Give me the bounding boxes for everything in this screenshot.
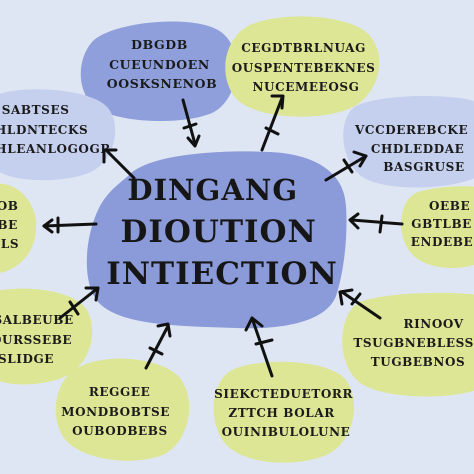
node-upper-right-line: CHDLEDDAE <box>371 142 465 156</box>
node-top-right: CEGDTBRLNUAG OUSPENTEBEKNES NUCEMEEOSG <box>225 16 380 117</box>
node-mid-right-line: OEBE <box>429 199 470 213</box>
arrow-bottom-left <box>144 322 172 370</box>
node-mid-left: OB BE LS <box>0 183 37 273</box>
node-top-left-line: CUEUNDOEN <box>109 57 210 72</box>
node-bottom-right: SIEKCTEDUETORR ZTTCH BOLAR OUINIBULOLUNE <box>213 361 358 463</box>
arrow-upper-left <box>102 148 136 180</box>
node-upper-right: VCCDEREBCKE CHDLEDDAE BASGRUSE <box>343 96 474 188</box>
svg-text:RINOOV TSUGBNEBLESS: RINOOV TSUGBNEBLESS TUGBEBNOS <box>353 317 474 369</box>
node-bottom-left-line: REGGEE <box>89 385 151 399</box>
node-upper-right-blob <box>343 96 474 188</box>
arrow-upper-right <box>324 150 368 182</box>
node-upper-left-blob <box>0 89 116 181</box>
svg-text:SIEKCTEDUETORR ZTTCH BOL: SIEKCTEDUETORR ZTTCH BOLAR OUINIBULOLUNE <box>214 387 358 439</box>
svg-text:OEBE GBTLBE ENDEBE: OEBE GBTLBE ENDEBE <box>411 199 474 249</box>
connector-arrows <box>42 94 404 378</box>
node-bottom-left-line: OUBODBEBS <box>72 424 168 438</box>
node-lower-left-line: SLIDGE <box>0 352 54 366</box>
node-mid-right-line: ENDEBE <box>411 235 474 249</box>
node-top-right-line: NUCEMEEOSG <box>252 80 359 94</box>
svg-text:SALBEUBE DURSSEBE: SALBEUBE DURSSEBE SLIDGE <box>0 313 79 366</box>
svg-text:DINGANG DIOUTION I: DINGANG DIOUTION INTIECTION <box>106 173 338 292</box>
node-lower-left-line: DURSSEBE <box>0 333 72 347</box>
node-upper-left: SABTSES HLDNTECKS CHLEANLOGOGR <box>0 89 116 181</box>
central-node-line: DINGANG <box>127 173 298 207</box>
node-top-left-line: DBGDB <box>131 37 188 52</box>
node-bottom-right-line: ZTTCH BOLAR <box>228 406 335 420</box>
node-lower-right-line: RINOOV <box>404 317 464 331</box>
node-lower-right-line: TUGBEBNOS <box>371 355 466 369</box>
node-upper-left-line: HLDNTECKS <box>0 123 88 137</box>
node-bottom-right-blob <box>213 361 355 463</box>
central-node: DINGANG DIOUTION INTIECTION <box>86 151 347 329</box>
node-lower-right-blob <box>342 292 474 397</box>
arrow-bottom-right <box>244 316 274 378</box>
node-upper-left-line: CHLEANLOGOGR <box>0 142 111 156</box>
arrow-mid-right <box>348 212 404 234</box>
arrow-top-left <box>181 98 201 148</box>
node-mid-left-blob <box>0 183 37 273</box>
central-node-line: DIOUTION <box>121 214 317 250</box>
node-bottom-left: REGGEE MONDBOBTSE OUBODBEBS <box>55 358 190 461</box>
node-mid-left-line: OB <box>0 199 19 213</box>
node-top-left-line: OOSKSNENOB <box>107 76 218 91</box>
svg-text:SABTSES HLDNTECKS: SABTSES HLDNTECKS CHLEANLOGOGR <box>0 103 111 156</box>
node-mid-left-line: LS <box>1 237 19 251</box>
central-node-blob <box>86 151 347 329</box>
node-top-left-blob <box>80 21 237 122</box>
node-lower-right: RINOOV TSUGBNEBLESS TUGBEBNOS <box>342 292 474 397</box>
node-lower-right-line: TSUGBNEBLESS <box>353 336 474 350</box>
node-bottom-right-line: OUINIBULOLUNE <box>222 425 351 439</box>
node-top-right-blob <box>225 16 380 117</box>
svg-text:OB BE LS: OB BE LS <box>0 199 23 251</box>
node-bottom-left-blob <box>55 358 190 461</box>
svg-text:VCCDEREBCKE CHDLEDDAE: VCCDEREBCKE CHDLEDDAE BASGRUSE <box>354 123 473 174</box>
node-mid-left-line: BE <box>0 218 18 232</box>
arrow-lower-right <box>338 288 382 320</box>
node-lower-left-line: SALBEUBE <box>0 313 74 327</box>
node-upper-right-line: BASGRUSE <box>383 160 464 174</box>
svg-text:REGGEE MONDBOBTSE: REGGEE MONDBOBTSE OUBODBEBS <box>61 385 175 438</box>
node-top-left: DBGDB CUEUNDOEN OOSKSNENOB <box>80 21 237 122</box>
arrow-mid-left <box>42 216 98 234</box>
node-bottom-left-line: MONDBOBTSE <box>61 405 170 419</box>
node-bottom-right-line: SIEKCTEDUETORR <box>214 387 353 401</box>
central-node-line: INTIECTION <box>106 256 338 292</box>
node-upper-left-line: SABTSES <box>2 103 70 117</box>
node-top-right-line: OUSPENTEBEKNES <box>232 61 376 75</box>
svg-text:CEGDTBRLNUAG OUSPENTEBEK: CEGDTBRLNUAG OUSPENTEBEKNES NUCEMEEOSG <box>232 41 380 94</box>
arrow-top-right <box>260 94 285 152</box>
node-mid-right: OEBE GBTLBE ENDEBE <box>400 186 474 268</box>
node-mid-right-line: GBTLBE <box>411 217 472 231</box>
node-upper-right-line: VCCDEREBCKE <box>354 123 468 137</box>
node-mid-right-blob <box>400 186 474 268</box>
node-top-right-line: CEGDTBRLNUAG <box>241 41 366 55</box>
arrow-lower-left <box>58 286 100 320</box>
svg-text:DBGDB CUEUNDOEN OO: DBGDB CUEUNDOEN OOSKSNENOB <box>107 37 218 91</box>
